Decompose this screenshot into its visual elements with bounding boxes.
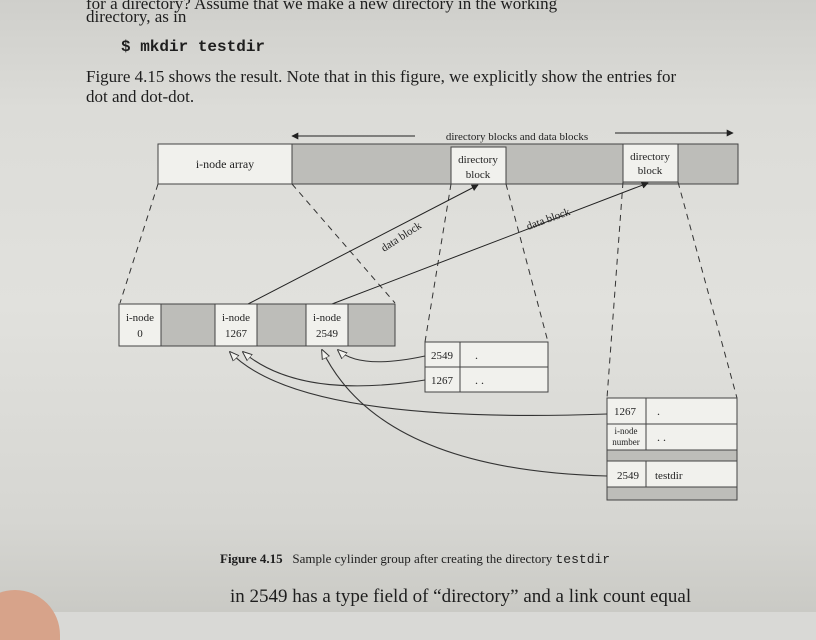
dir-block-2-line1: directory: [630, 151, 670, 163]
small-dir-row2-name: . .: [475, 373, 484, 387]
inode-2549-line2: 2549: [316, 328, 339, 340]
dashed-zoom-lines: [119, 181, 738, 399]
directory-block-2: [622, 143, 679, 183]
paragraph-line-2: dot and dot-dot.: [86, 87, 195, 106]
inode-2549-cell: [305, 303, 349, 347]
large-dir-row2-inode-line1: i-node: [615, 426, 638, 436]
paragraph-line-1: Figure 4.15 shows the result. Note that …: [86, 67, 677, 86]
large-dir-row3-name: testdir: [655, 470, 683, 482]
inode-bar: i-node 0 i-node 1267 i-node 2549: [118, 303, 396, 347]
header-label: directory blocks and data blocks: [446, 131, 588, 143]
caption-code: testdir: [555, 552, 611, 567]
inode-0-cell: [118, 303, 162, 347]
dir-block-1-line1: directory: [458, 154, 498, 166]
small-dir-row1-inode: 2549: [431, 350, 454, 362]
data-block-label-2: data block: [525, 206, 572, 233]
figure-diagram: directory blocks and data blocks i-node …: [118, 129, 739, 501]
inode-2549-line1: i-node: [313, 312, 341, 324]
data-block-arrows: data block data block: [247, 181, 649, 305]
inode-array-block: [157, 143, 293, 185]
disk-top-bar: i-node array directory block directory b…: [157, 143, 739, 185]
inode-pointer-arrows: [230, 350, 608, 477]
figure-caption: Figure 4.15 Sample cylinder group after …: [220, 551, 610, 567]
large-dir-row2-name: . .: [657, 430, 666, 444]
header-arrow: directory blocks and data blocks: [291, 129, 734, 143]
inode-0-line2: 0: [137, 328, 143, 340]
directory-block-1: [450, 146, 507, 185]
caption-text: Sample cylinder group after creating the…: [292, 551, 553, 566]
small-dir-row2-inode: 1267: [431, 375, 454, 387]
large-dir-row1-inode: 1267: [614, 406, 637, 418]
inode-1267-line1: i-node: [222, 312, 250, 324]
large-dir-row1-name: .: [657, 404, 660, 418]
caption-figure-number: Figure 4.15: [220, 551, 283, 566]
text-line-bottom: in 2549 has a type field of “directory” …: [230, 586, 692, 607]
large-dir-row3-inode: 2549: [617, 470, 640, 482]
dir-block-2-line2: block: [638, 165, 663, 177]
dir-block-1-line2: block: [466, 169, 491, 181]
large-dir-row2-inode-line2: number: [612, 437, 640, 447]
command-line: $ mkdir testdir: [121, 38, 266, 56]
small-dir-row1-name: .: [475, 348, 478, 362]
inode-1267-cell: [214, 303, 258, 347]
text-line-directory: directory, as in: [86, 7, 187, 26]
inode-array-label: i-node array: [196, 157, 254, 171]
inode-1267-line2: 1267: [225, 328, 248, 340]
inode-0-line1: i-node: [126, 312, 154, 324]
large-directory-table: 1267 . i-node number . . 2549 testdir: [606, 397, 738, 501]
text-line-top: for a directory? Assume that we make a n…: [86, 0, 558, 13]
small-directory-table: 2549 . 1267 . .: [424, 341, 549, 393]
